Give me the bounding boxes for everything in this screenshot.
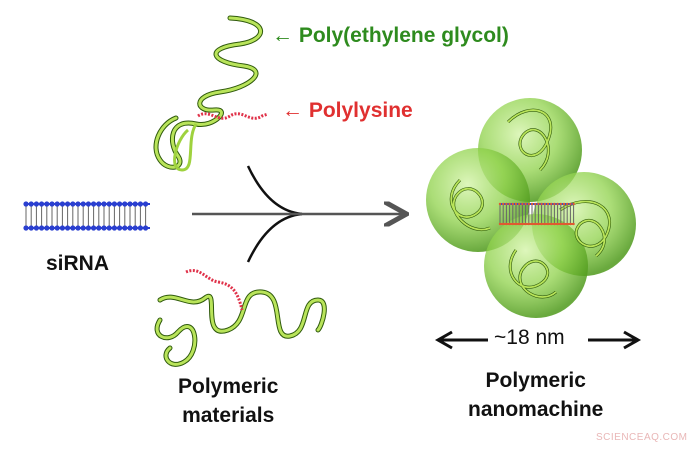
polymeric-nanomachine-label: Polymeric nanomachine bbox=[468, 366, 603, 424]
polylysine-strand-top bbox=[197, 112, 269, 120]
merge-curve-bottom bbox=[246, 212, 303, 263]
nanomachine-line2: nanomachine bbox=[468, 398, 604, 421]
peg-strand-top bbox=[153, 15, 263, 172]
size-label: ~18 nm bbox=[494, 326, 565, 349]
size-indicator bbox=[434, 330, 642, 350]
peg-strand-bottom bbox=[154, 289, 327, 367]
merge-curve-top bbox=[246, 165, 303, 216]
peg-label: ← Poly(ethylene glycol) bbox=[272, 24, 509, 47]
polylysine-strand-bottom bbox=[185, 269, 244, 311]
polymeric-materials-line1: Polymeric bbox=[178, 375, 279, 398]
sphere-bottom bbox=[484, 214, 588, 318]
polymeric-materials-label: Polymeric materials bbox=[178, 372, 278, 430]
sirna-duplex bbox=[23, 201, 150, 231]
sirna-label: siRNA bbox=[46, 252, 110, 275]
polymeric-materials-line2: materials bbox=[182, 404, 275, 427]
core-sirna bbox=[498, 202, 575, 226]
polylysine-label: ← Polylysine bbox=[282, 99, 413, 122]
watermark: SCIENCEAQ.COM bbox=[596, 432, 688, 443]
nanomachine bbox=[426, 98, 636, 318]
nanomachine-line1: Polymeric bbox=[485, 369, 586, 392]
